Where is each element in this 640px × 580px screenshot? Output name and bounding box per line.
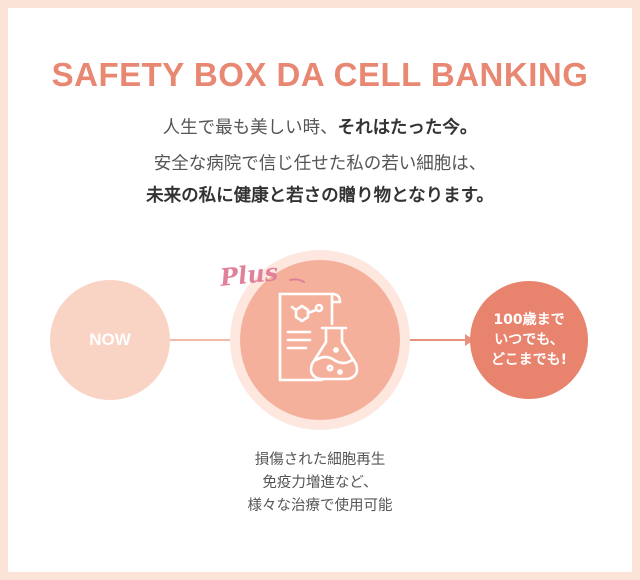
arrow-right-icon [465, 334, 474, 346]
tagline-line-3: 未来の私に健康と若さの贈り物となります。 [146, 186, 494, 206]
goal-line-2: いつでも、 [494, 332, 564, 348]
science-lab-icon [278, 292, 359, 382]
description-line-3: 様々な治療で使用可能 [247, 498, 393, 514]
page-title: SAFETY BOX DA CELL BANKING [51, 56, 589, 93]
center-circle [240, 260, 400, 420]
tagline-line-1-bold: それはたった今。 [337, 118, 478, 138]
connector-right [408, 339, 468, 341]
plus-label: Plus [218, 257, 280, 292]
now-label: NOW [89, 330, 131, 349]
plus-underline [289, 278, 305, 283]
tagline-line-1: 人生で最も美しい時、それはたった今。 [8, 114, 632, 139]
tagline-line-2: 安全な病院で信じ任せた私の若い細胞は、 [153, 154, 487, 174]
tagline-line-1-normal: 人生で最も美しい時、 [162, 118, 338, 138]
goal-circle: 100歳まで いつでも、 どこまでも! [470, 281, 588, 399]
goal-line-1: 100歳まで [493, 312, 565, 328]
description-line-2: 免疫力増進など、 [262, 475, 378, 491]
banner-card: SAFETY BOX DA CELL BANKING 人生で最も美しい時、それは… [8, 8, 632, 572]
goal-line-3: どこまでも! [491, 352, 567, 368]
now-circle: NOW [50, 280, 170, 400]
connector-left [168, 339, 238, 341]
description-line-1: 損傷された細胞再生 [254, 452, 386, 468]
